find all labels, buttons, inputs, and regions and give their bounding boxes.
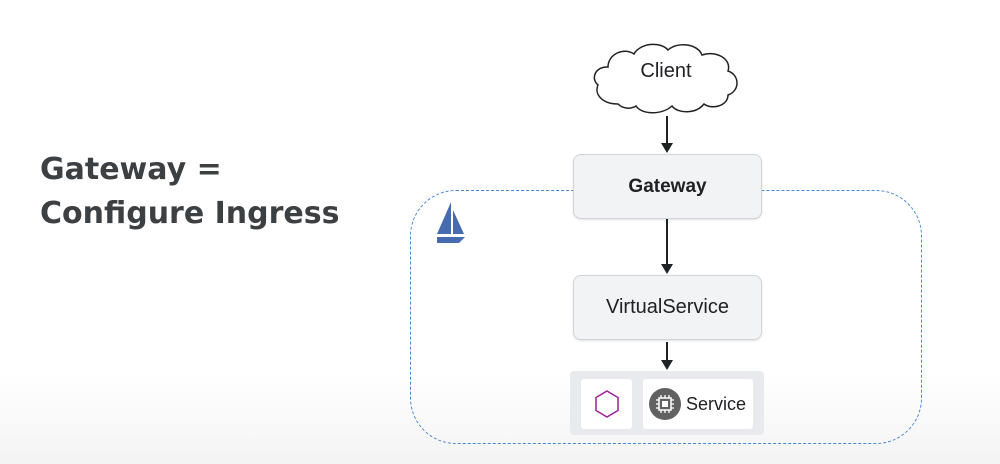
cloud-icon: [593, 43, 738, 114]
service-label: Service: [686, 393, 747, 414]
chip-icon: [649, 388, 681, 420]
virtualservice-node: VirtualService: [573, 275, 762, 340]
arrow-gateway-to-virtualservice: [661, 219, 673, 274]
virtualservice-label: VirtualService: [605, 296, 730, 318]
arrow-client-to-gateway: [661, 116, 673, 153]
title-line-1: Gateway =: [40, 152, 222, 187]
title-line-2: Configure Ingress: [40, 196, 340, 231]
client-label: Client: [640, 60, 692, 82]
arrow-virtualservice-to-service: [661, 342, 673, 370]
gateway-label: Gateway: [628, 175, 707, 197]
hexagon-icon: [594, 390, 619, 418]
service-node: Service: [643, 379, 753, 429]
istio-sail-icon: [437, 202, 465, 243]
slide-title: Gateway = Configure Ingress: [40, 148, 340, 236]
pod-cell: [581, 379, 632, 429]
gateway-node: Gateway: [573, 154, 762, 219]
